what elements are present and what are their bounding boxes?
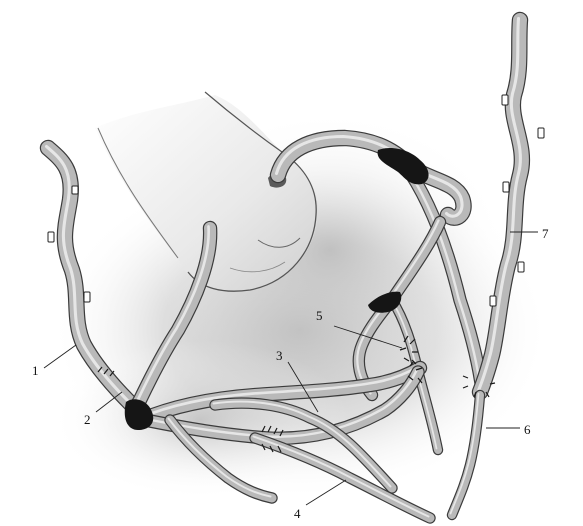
label-4: 4 [294, 506, 301, 521]
label-3: 3 [276, 348, 283, 363]
label-1: 1 [32, 363, 39, 378]
label-2: 2 [84, 412, 91, 427]
label-6: 6 [524, 422, 531, 437]
label-5: 5 [316, 308, 323, 323]
label-7: 7 [542, 226, 549, 241]
